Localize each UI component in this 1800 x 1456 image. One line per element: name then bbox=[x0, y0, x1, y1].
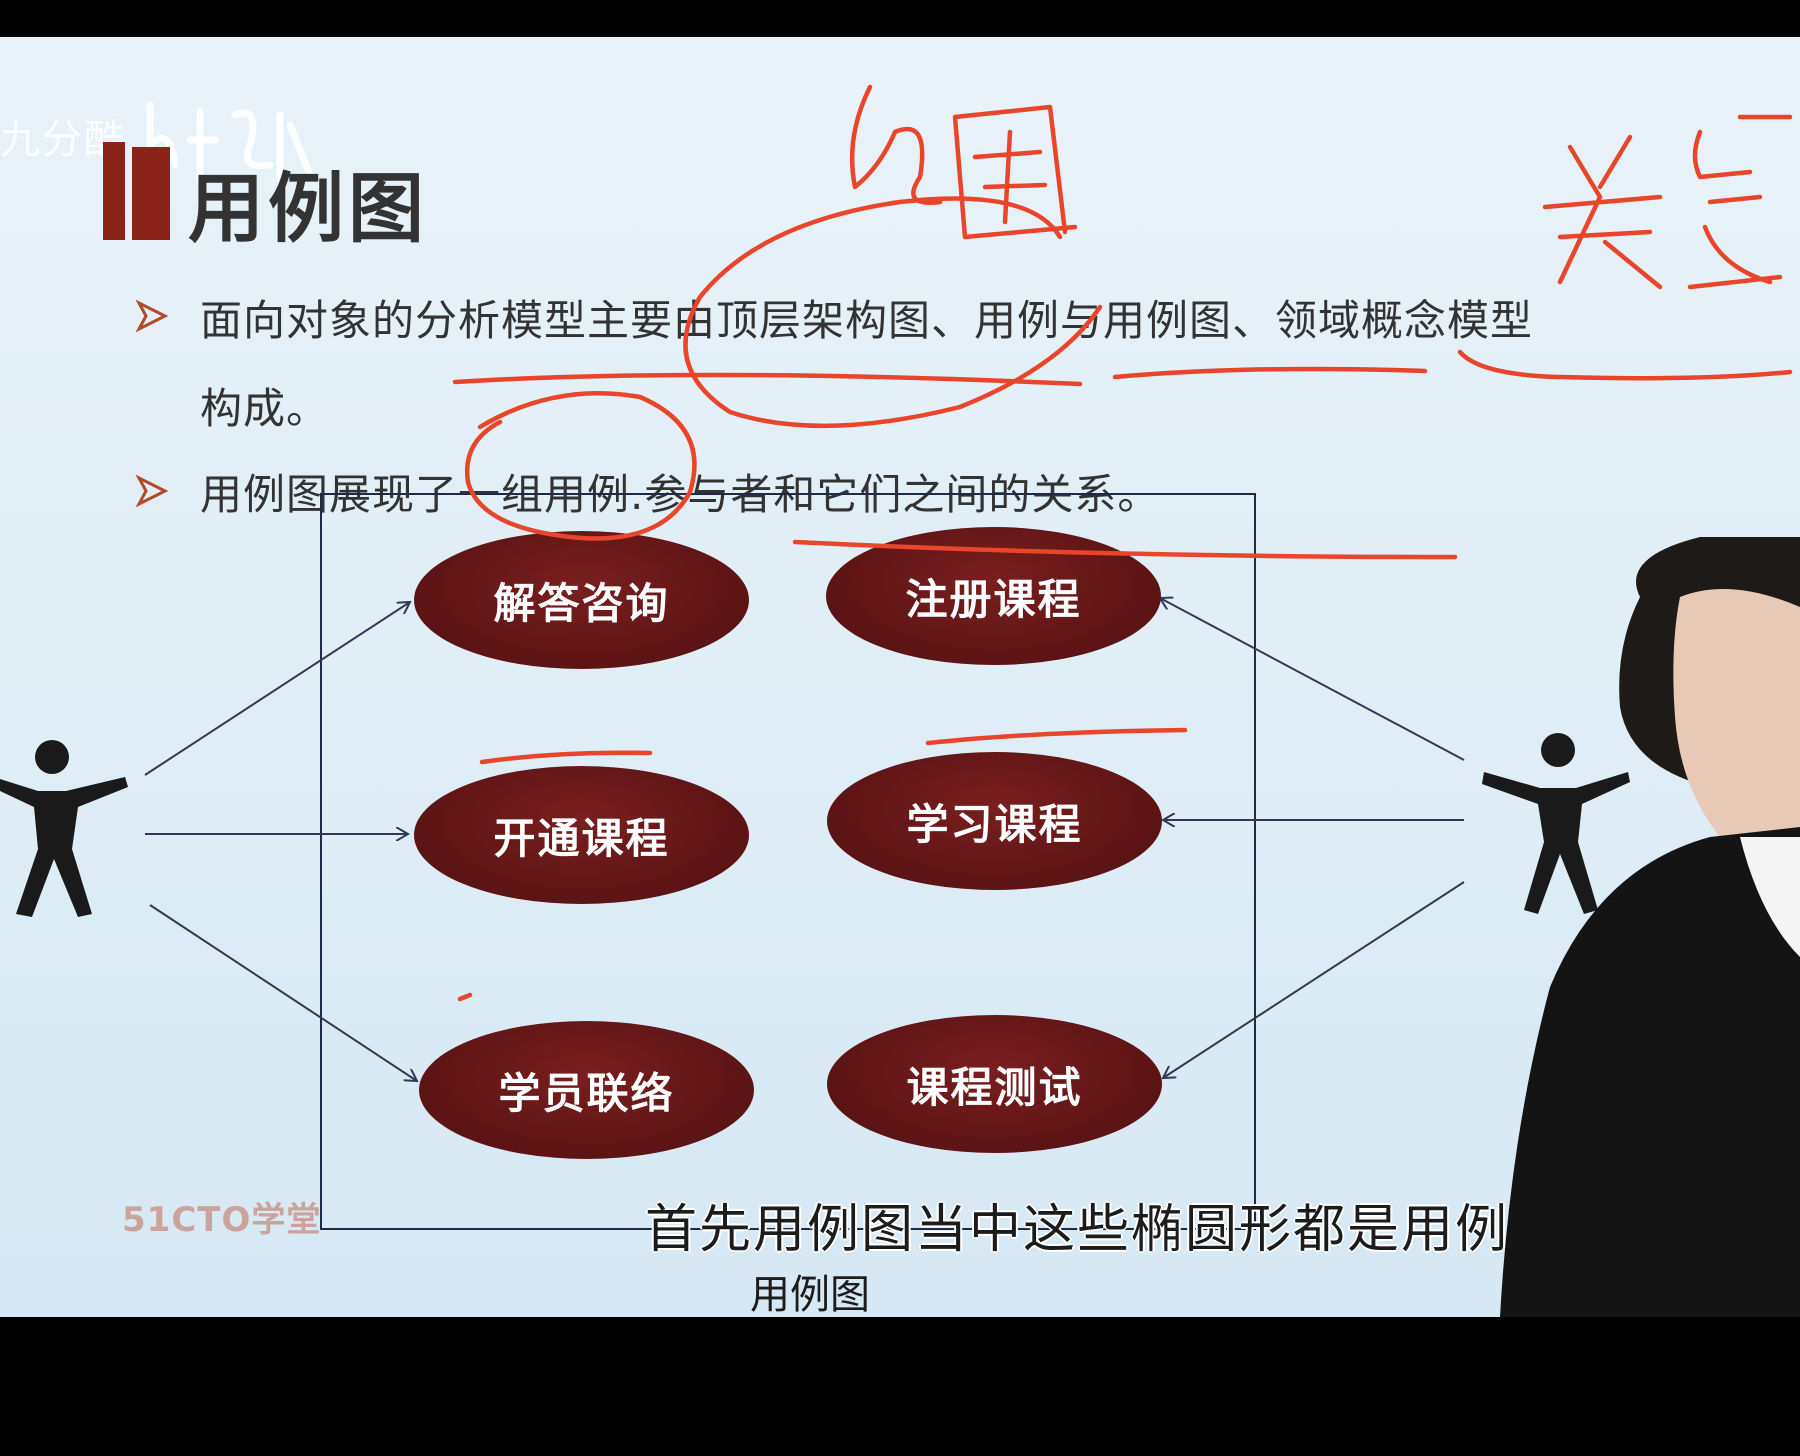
use-case-ellipse: 开通课程 bbox=[414, 766, 749, 904]
video-subtitle: 首先用例图当中这些椭圆形都是用例 bbox=[645, 1200, 1510, 1260]
bullet-arrow-icon bbox=[135, 474, 169, 508]
use-case-ellipse: 注册课程 bbox=[826, 527, 1161, 665]
system-boundary bbox=[320, 493, 1256, 1230]
video-caption: 用例图 bbox=[750, 1272, 870, 1317]
presenter-image bbox=[1500, 537, 1800, 1317]
arrow-line bbox=[1163, 881, 1465, 1078]
actor-left-icon bbox=[0, 740, 128, 917]
bullet-1-line-2: 构成。 bbox=[200, 384, 330, 433]
brand-watermark: 51CTO学堂 bbox=[122, 1200, 322, 1240]
arrow-line bbox=[149, 904, 417, 1081]
watermark-logo bbox=[146, 101, 314, 184]
slide-title: 用例图 bbox=[188, 164, 428, 253]
use-case-ellipse: 解答咨询 bbox=[414, 531, 749, 669]
use-case-ellipse: 学员联络 bbox=[419, 1021, 754, 1159]
bullet-arrow-icon bbox=[135, 299, 169, 333]
actor-right-icon bbox=[1482, 733, 1630, 914]
arrow-line bbox=[144, 602, 410, 776]
slide: 九分酷 用例图 面向对象的分析模型主要由顶层架构图、用例与用例图、领域概念模型 … bbox=[0, 37, 1800, 1317]
use-case-ellipse: 学习课程 bbox=[827, 752, 1162, 890]
title-bar-accent bbox=[132, 147, 170, 240]
use-case-ellipse: 课程测试 bbox=[827, 1015, 1162, 1153]
title-bar bbox=[103, 142, 125, 240]
association-arrows bbox=[144, 37, 1465, 1317]
arrow-line bbox=[1160, 598, 1465, 761]
